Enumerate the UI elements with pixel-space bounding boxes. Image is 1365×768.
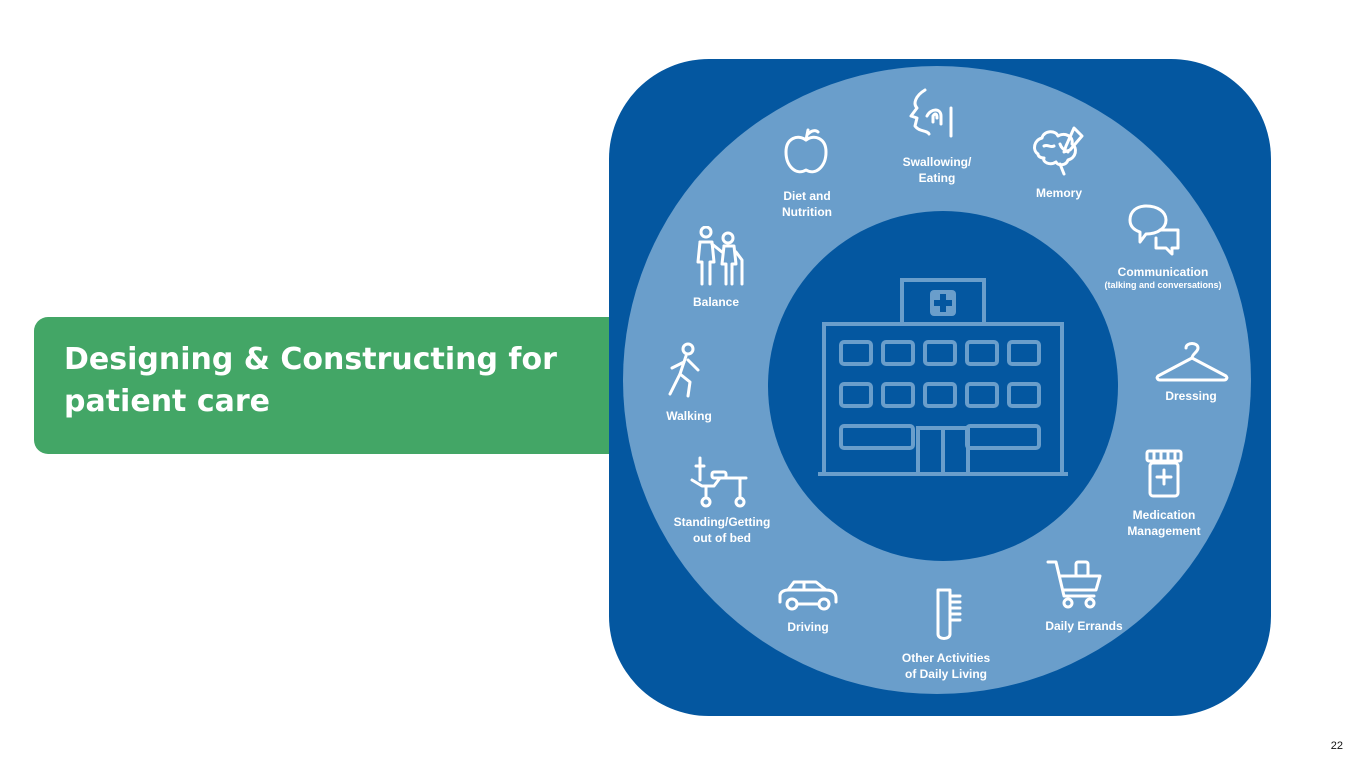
item-label-medication: Medication Management <box>1127 508 1201 538</box>
title-box <box>34 317 634 454</box>
item-label-diet: Diet and Nutrition <box>782 189 832 219</box>
item-label-swallowing: Swallowing/ Eating <box>902 155 972 185</box>
item-label-errands: Daily Errands <box>1045 619 1123 633</box>
walking-person-icon <box>668 342 700 398</box>
item-label-standing: Standing/Getting out of bed <box>673 515 771 545</box>
pill-bottle-icon <box>1145 449 1183 498</box>
item-label-other-activities: Other Activities of Daily Living <box>901 651 991 681</box>
item-label-balance: Balance <box>692 295 740 309</box>
hospital-icon <box>818 278 1068 476</box>
comb-icon <box>936 588 962 640</box>
hanger-icon <box>1155 342 1229 382</box>
slide-title: Designing & Constructing for patient car… <box>64 342 557 419</box>
item-label-memory: Memory <box>1035 186 1082 200</box>
apple-icon <box>784 128 828 174</box>
item-label-walking: Walking <box>666 409 712 423</box>
speech-bubbles-icon <box>1128 204 1180 256</box>
assisted-walking-icon <box>696 226 744 286</box>
item-sublabel-communication: (talking and conversations) <box>1104 280 1222 290</box>
brain-icon <box>1033 126 1084 176</box>
bed-icon <box>690 456 748 508</box>
page-number: 22 <box>1330 740 1343 752</box>
swallowing-icon <box>909 88 953 138</box>
car-icon <box>778 580 838 611</box>
shopping-cart-icon <box>1046 560 1102 609</box>
item-label-dressing: Dressing <box>1165 389 1217 403</box>
item-label-driving: Driving <box>787 620 829 634</box>
item-label-communication: Communication <box>1117 265 1209 279</box>
